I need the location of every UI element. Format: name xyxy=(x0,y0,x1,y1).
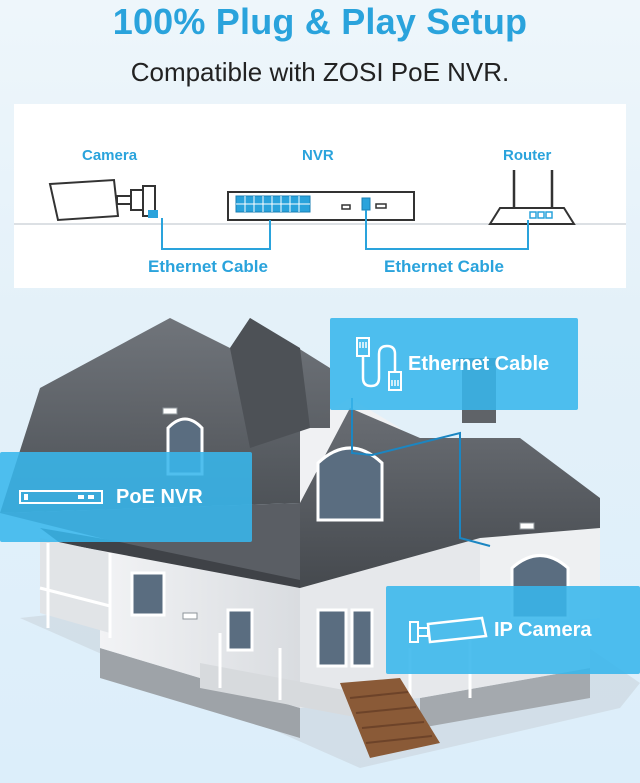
poe-nvr-callout-label: PoE NVR xyxy=(116,485,203,508)
nvr-device-icon xyxy=(19,490,103,504)
router-label: Router xyxy=(503,147,552,164)
ethernet-plug-icon xyxy=(356,337,402,391)
subheadline: Compatible with ZOSI PoE NVR. xyxy=(130,57,510,87)
connection-diagram: Camera NVR Router Ethernet Cable Etherne… xyxy=(14,104,626,288)
ethernet-cable-callout-label: Ethernet Cable xyxy=(408,352,550,375)
ethernet-cable-lines xyxy=(161,210,529,250)
ip-camera-callout: IP Camera xyxy=(386,586,640,674)
nvr-icon xyxy=(227,191,415,221)
nvr-label: NVR xyxy=(302,147,334,164)
camera-label: Camera xyxy=(82,147,138,164)
house-illustration: Ethernet Cable PoE NVR IP Camera xyxy=(0,288,640,783)
ip-camera-callout-label: IP Camera xyxy=(494,618,592,641)
ethernet-cable-label-left: Ethernet Cable xyxy=(148,257,268,276)
connection-diagram-art xyxy=(14,170,626,250)
camera-icon xyxy=(48,178,158,222)
ip-camera-icon xyxy=(409,616,488,644)
ethernet-cable-label-right: Ethernet Cable xyxy=(384,257,504,276)
headline: 100% Plug & Play Setup xyxy=(112,1,528,42)
ethernet-cable-callout: Ethernet Cable xyxy=(330,318,578,410)
poe-nvr-callout: PoE NVR xyxy=(0,452,252,542)
router-icon xyxy=(488,170,576,225)
